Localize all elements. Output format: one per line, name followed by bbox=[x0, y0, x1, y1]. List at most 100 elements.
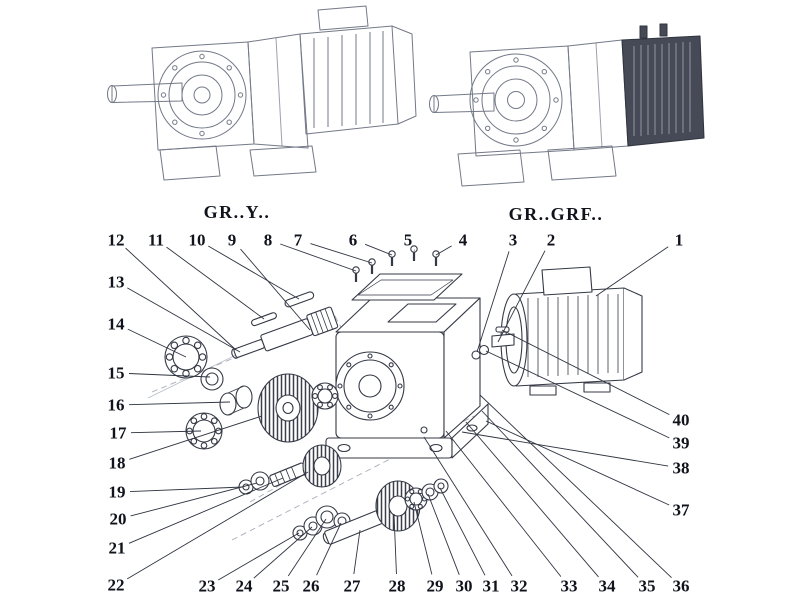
gry-motor bbox=[299, 5, 417, 135]
callout-number-11: 11 bbox=[148, 231, 164, 250]
callout-number-28: 28 bbox=[389, 577, 406, 596]
leader-line-22 bbox=[126, 471, 309, 580]
leader-line-14 bbox=[127, 328, 187, 358]
gry-output-shaft bbox=[107, 82, 183, 103]
leader-line-10 bbox=[208, 245, 300, 300]
leader-line-16 bbox=[128, 401, 231, 406]
callout-number-7: 7 bbox=[294, 231, 303, 250]
callout-number-21: 21 bbox=[109, 539, 126, 558]
grgrf-gearcase-face bbox=[469, 45, 575, 157]
callout-number-30: 30 bbox=[456, 577, 473, 596]
grgrf-output-shaft bbox=[429, 92, 495, 113]
bolt-icon bbox=[388, 250, 396, 266]
callout-number-37: 37 bbox=[673, 501, 691, 520]
bearing-medium bbox=[185, 412, 223, 450]
callout-number-1: 1 bbox=[675, 231, 684, 250]
callout-number-23: 23 bbox=[199, 577, 216, 596]
gry-gearmotor-drawing bbox=[107, 5, 417, 181]
leader-line-20 bbox=[130, 482, 258, 517]
leader-line-13 bbox=[127, 287, 241, 353]
leader-line-2 bbox=[497, 250, 546, 343]
leader-line-30 bbox=[427, 493, 460, 575]
shaft-key bbox=[284, 291, 315, 308]
shaft-key bbox=[495, 326, 510, 333]
leader-line-39 bbox=[485, 350, 670, 439]
leader-line-27 bbox=[353, 529, 361, 575]
callout-number-12: 12 bbox=[108, 231, 125, 250]
shaft-key bbox=[251, 312, 277, 327]
leader-line-7 bbox=[310, 243, 373, 264]
leader-line-33 bbox=[445, 430, 562, 577]
leader-line-12 bbox=[125, 247, 237, 351]
callout-number-13: 13 bbox=[108, 273, 125, 292]
gear-large bbox=[257, 373, 319, 443]
callout-number-36: 36 bbox=[673, 577, 690, 596]
grgrf-housing-body bbox=[567, 39, 629, 151]
leader-line-26 bbox=[316, 522, 342, 576]
leader-line-36 bbox=[479, 394, 672, 579]
leader-line-21 bbox=[128, 477, 284, 544]
bearing-small bbox=[311, 382, 339, 410]
washer bbox=[471, 350, 481, 360]
input-bearings-group bbox=[164, 335, 339, 450]
input-shaft-assembly bbox=[231, 291, 339, 359]
callout-number-4: 4 bbox=[459, 231, 468, 250]
callout-number-25: 25 bbox=[273, 577, 290, 596]
callout-number-17: 17 bbox=[110, 424, 128, 443]
motor-shaft-stub bbox=[491, 333, 515, 348]
callout-number-14: 14 bbox=[108, 315, 126, 334]
gry-fan-cowl bbox=[391, 25, 417, 125]
leader-line-37 bbox=[485, 420, 670, 506]
callout-number-3: 3 bbox=[509, 231, 518, 250]
callout-number-29: 29 bbox=[427, 577, 444, 596]
gry-housing-body bbox=[247, 33, 309, 149]
leader-line-8 bbox=[280, 243, 357, 272]
spacer-sleeve bbox=[219, 385, 253, 416]
housing-top-port bbox=[387, 303, 457, 323]
callout-number-35: 35 bbox=[639, 577, 656, 596]
exploded-view-drawing bbox=[147, 245, 643, 545]
callout-number-26: 26 bbox=[303, 577, 320, 596]
housing-foot-front bbox=[325, 437, 453, 459]
motor-fan-end bbox=[623, 287, 643, 381]
callout-number-22: 22 bbox=[108, 576, 125, 595]
callout-number-9: 9 bbox=[228, 231, 237, 250]
callout-number-38: 38 bbox=[673, 459, 690, 478]
leader-line-9 bbox=[240, 248, 311, 331]
callout-number-20: 20 bbox=[110, 510, 127, 529]
leader-line-28 bbox=[393, 513, 397, 575]
callout-number-39: 39 bbox=[673, 434, 690, 453]
leader-line-17 bbox=[130, 430, 202, 434]
leader-line-3 bbox=[476, 251, 510, 353]
callout-number-32: 32 bbox=[511, 577, 528, 596]
gear-medium bbox=[302, 444, 342, 488]
callout-number-40: 40 bbox=[673, 411, 690, 430]
grgrf-feet bbox=[457, 145, 617, 187]
gry-terminal-box bbox=[317, 5, 369, 31]
callout-number-2: 2 bbox=[547, 231, 556, 250]
callout-number-15: 15 bbox=[108, 364, 125, 383]
leader-line-23 bbox=[218, 532, 300, 581]
callout-number-18: 18 bbox=[109, 454, 126, 473]
callout-number-5: 5 bbox=[404, 231, 413, 250]
leader-line-18 bbox=[129, 415, 263, 460]
bolt-icon bbox=[432, 250, 440, 266]
bolt-icon bbox=[352, 266, 360, 282]
variant-label-grgrf: GR..GRF.. bbox=[509, 204, 604, 224]
leader-line-4 bbox=[435, 245, 452, 256]
leader-line-15 bbox=[128, 373, 211, 378]
gry-feet bbox=[159, 145, 317, 181]
callout-number-31: 31 bbox=[483, 577, 500, 596]
leader-line-29 bbox=[413, 501, 433, 575]
callout-number-19: 19 bbox=[109, 483, 126, 502]
variant-label-gry: GR..Y.. bbox=[204, 202, 271, 222]
motor-exploded bbox=[471, 266, 643, 396]
leader-line-1 bbox=[595, 246, 669, 297]
leader-line-40 bbox=[501, 329, 670, 416]
leader-line-6 bbox=[364, 243, 393, 256]
callout-number-8: 8 bbox=[264, 231, 273, 250]
callout-number-6: 6 bbox=[349, 231, 358, 250]
